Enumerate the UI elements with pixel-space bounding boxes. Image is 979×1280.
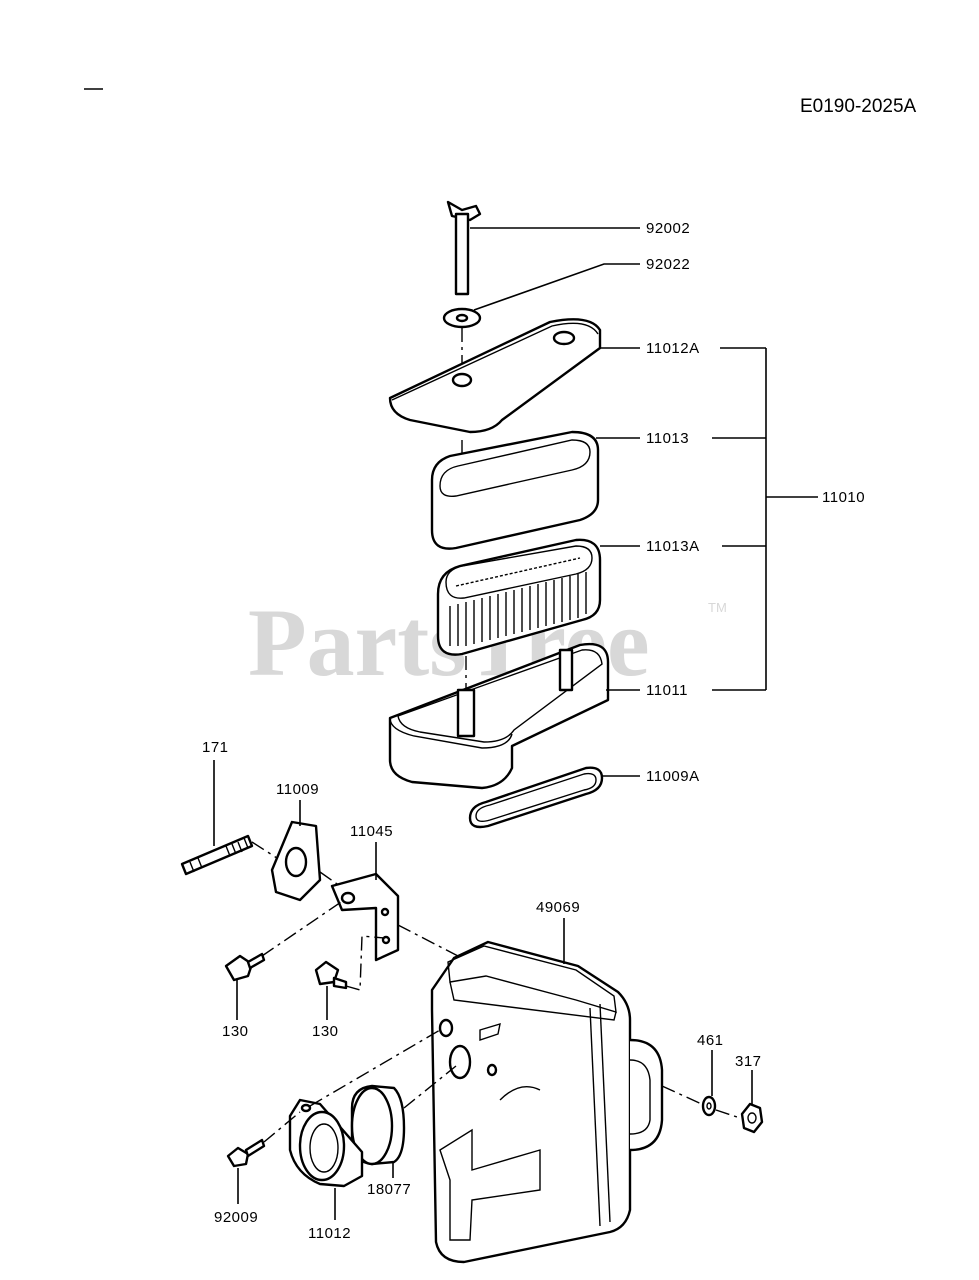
callout-92009[interactable]: 92009 (214, 1209, 258, 1226)
washer-92022[interactable] (442, 307, 482, 329)
callout-461[interactable]: 461 (697, 1032, 724, 1049)
callout-11009[interactable]: 11009 (276, 781, 319, 798)
callout-130-a[interactable]: 130 (222, 1023, 249, 1040)
axis-line-bolt-92009 (263, 1111, 301, 1143)
bolt-92009[interactable] (226, 1138, 266, 1168)
axis-line-nut (715, 1109, 741, 1119)
wing-bolt-92002[interactable] (446, 200, 482, 296)
callout-11013A[interactable]: 11013A (646, 538, 700, 555)
diagram-code: E0190-2025A (800, 96, 917, 117)
callout-11045[interactable]: 11045 (350, 823, 393, 840)
callout-11012A[interactable]: 11012A (646, 340, 700, 357)
callout-11009A[interactable]: 11009A (646, 768, 700, 785)
axis-line-bolt-b (345, 935, 385, 991)
base-11011[interactable] (388, 642, 610, 790)
callout-11012[interactable]: 11012 (308, 1225, 351, 1242)
callout-92022[interactable]: 92022 (646, 256, 690, 273)
callout-317[interactable]: 317 (735, 1053, 762, 1070)
bracket-11045[interactable] (330, 872, 400, 962)
nut-317[interactable] (740, 1102, 764, 1134)
axis-line-bolt-a (261, 899, 345, 957)
muffler-49069[interactable] (430, 940, 664, 1264)
callout-18077[interactable]: 18077 (367, 1181, 411, 1198)
callout-11011[interactable]: 11011 (646, 682, 688, 699)
axis-line-screen (403, 1065, 457, 1109)
axis-line-washer (661, 1085, 707, 1107)
paper-element-11013A[interactable] (436, 538, 602, 656)
gasket-11009A[interactable] (468, 766, 604, 829)
pre-cleaner-11013[interactable] (430, 430, 600, 550)
flange-11012[interactable] (288, 1098, 364, 1188)
callout-11010[interactable]: 11010 (822, 489, 865, 506)
bolt-130-a[interactable] (224, 952, 266, 982)
watermark-trademark: TM (708, 600, 727, 615)
leader-lines (213, 227, 818, 1220)
stud-171[interactable] (180, 834, 254, 876)
axis-line-bracket (397, 924, 459, 957)
callout-11013[interactable]: 11013 (646, 430, 689, 447)
callout-92002[interactable]: 92002 (646, 220, 690, 237)
gasket-11009[interactable] (270, 820, 322, 902)
screen-18077[interactable] (350, 1084, 406, 1166)
callout-49069[interactable]: 49069 (536, 899, 580, 916)
axis-line-stud (251, 841, 281, 861)
washer-461[interactable] (701, 1095, 717, 1117)
callout-130-b[interactable]: 130 (312, 1023, 339, 1040)
callout-labels: 92002 92022 11012A 11013 11010 11013A 11… (202, 220, 865, 1242)
cover-11012A[interactable] (388, 318, 602, 434)
axis-line-flange (309, 1029, 441, 1107)
callout-171[interactable]: 171 (202, 739, 229, 756)
bolt-130-b[interactable] (314, 960, 348, 990)
